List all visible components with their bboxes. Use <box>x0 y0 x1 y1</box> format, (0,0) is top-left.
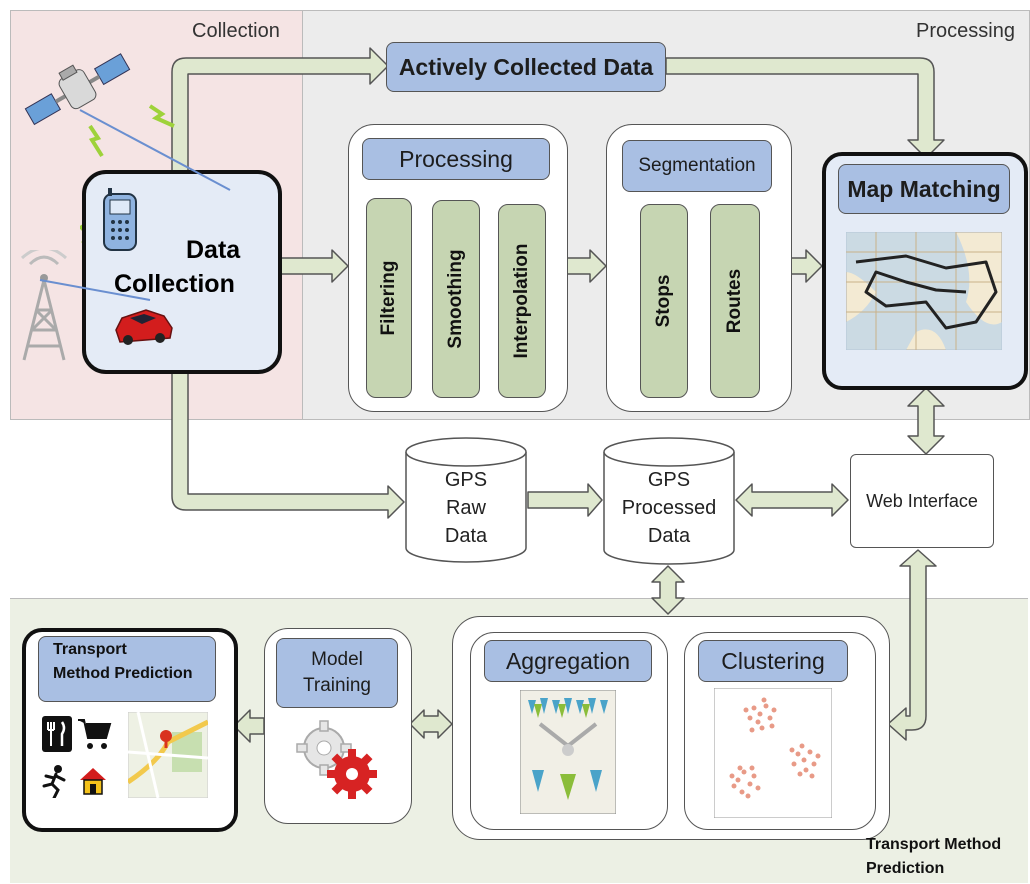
map-matching-title-box: Map Matching <box>838 164 1010 214</box>
arrow-processing-to-segmentation <box>565 249 607 283</box>
car-icon <box>115 309 173 345</box>
model-training-title-box: Model Training <box>276 638 398 708</box>
route-map-image <box>846 232 1002 350</box>
stops-bar: Stops <box>640 204 688 398</box>
interpolation-label: Interpolation <box>511 243 532 359</box>
gps-processed-data-store: GPS Processed Data <box>602 436 736 566</box>
gps-processed-line1: GPS <box>647 469 691 491</box>
arrow-raw-to-processed <box>527 483 603 517</box>
filtering-label: Filtering <box>378 260 399 336</box>
arrow-web-clustering <box>887 549 937 741</box>
processing-title-label: Processing <box>399 145 513 172</box>
mobile-phone-icon <box>103 188 137 251</box>
aggregation-label: Aggregation <box>505 647 631 674</box>
gps-raw-line1: GPS <box>444 469 488 491</box>
web-interface-box: Web Interface <box>850 454 994 548</box>
cell-tower-icon <box>20 250 68 361</box>
arrow-segmentation-to-map <box>789 249 823 283</box>
processing-title-box: Processing <box>362 138 550 180</box>
transport-method-title-box: Transport Method Prediction <box>38 636 216 702</box>
aggregation-image <box>520 690 616 814</box>
arrow-map-web <box>907 387 945 455</box>
actively-collected-data-label: Actively Collected Data <box>398 53 654 80</box>
actively-collected-data-box: Actively Collected Data <box>386 42 666 92</box>
arrow-analysis-model <box>409 709 453 739</box>
segmentation-title-label: Segmentation <box>638 155 756 176</box>
gps-processed-line3: Data <box>647 525 691 547</box>
aggregation-title-box: Aggregation <box>484 640 652 682</box>
processing-region-label: Processing <box>916 20 1015 42</box>
clustering-title-box: Clustering <box>698 640 848 682</box>
gps-raw-cylinder <box>405 437 527 563</box>
satellite-icon <box>24 53 131 126</box>
arrow-processed-analysis <box>651 565 685 615</box>
arrow-to-actively-collected <box>171 47 389 173</box>
segmentation-title-box: Segmentation <box>622 140 772 192</box>
model-training-line1: Model <box>311 649 363 670</box>
transport-method-title-line1: Transport <box>53 641 127 658</box>
map-matching-label: Map Matching <box>847 175 1001 202</box>
gps-raw-line2: Raw <box>445 497 486 519</box>
arrow-processed-web <box>735 483 849 517</box>
smoothing-label: Smoothing <box>445 249 466 349</box>
gps-raw-line3: Data <box>444 525 488 547</box>
stops-label: Stops <box>653 274 674 328</box>
data-collection-label-line1: Data <box>186 236 241 264</box>
clustering-image <box>714 688 832 818</box>
home-icon <box>80 768 106 795</box>
shopping-cart-icon <box>78 719 112 749</box>
arrow-collection-to-gps-raw <box>171 367 405 519</box>
data-collection-label-line2: Collection <box>114 270 235 298</box>
gps-raw-data-store: GPS Raw Data <box>404 436 528 564</box>
arrow-to-map-matching <box>665 57 945 159</box>
interpolation-bar: Interpolation <box>498 204 546 398</box>
collection-region-label: Collection <box>192 20 280 42</box>
smoothing-bar: Smoothing <box>432 200 480 398</box>
prediction-region-label-line1: Transport Method <box>866 836 1002 853</box>
routes-bar: Routes <box>710 204 760 398</box>
gps-processed-line2: Processed <box>621 497 717 519</box>
restaurant-icon <box>42 716 72 752</box>
device-link-lines <box>39 109 231 301</box>
runner-icon <box>42 765 66 798</box>
arrow-model-to-prediction <box>233 709 265 743</box>
prediction-region-label-line2: Prediction <box>866 860 945 877</box>
arrow-collection-to-processing <box>275 249 349 283</box>
web-interface-label: Web Interface <box>866 490 978 511</box>
gears-icon <box>296 720 377 799</box>
routes-label: Routes <box>724 268 745 334</box>
location-map-icon <box>128 712 208 798</box>
model-training-line2: Training <box>303 675 371 696</box>
filtering-bar: Filtering <box>366 198 412 398</box>
gps-processed-cylinder <box>603 437 735 565</box>
clustering-label: Clustering <box>721 647 825 674</box>
transport-method-title-line2: Method Prediction <box>53 665 193 682</box>
